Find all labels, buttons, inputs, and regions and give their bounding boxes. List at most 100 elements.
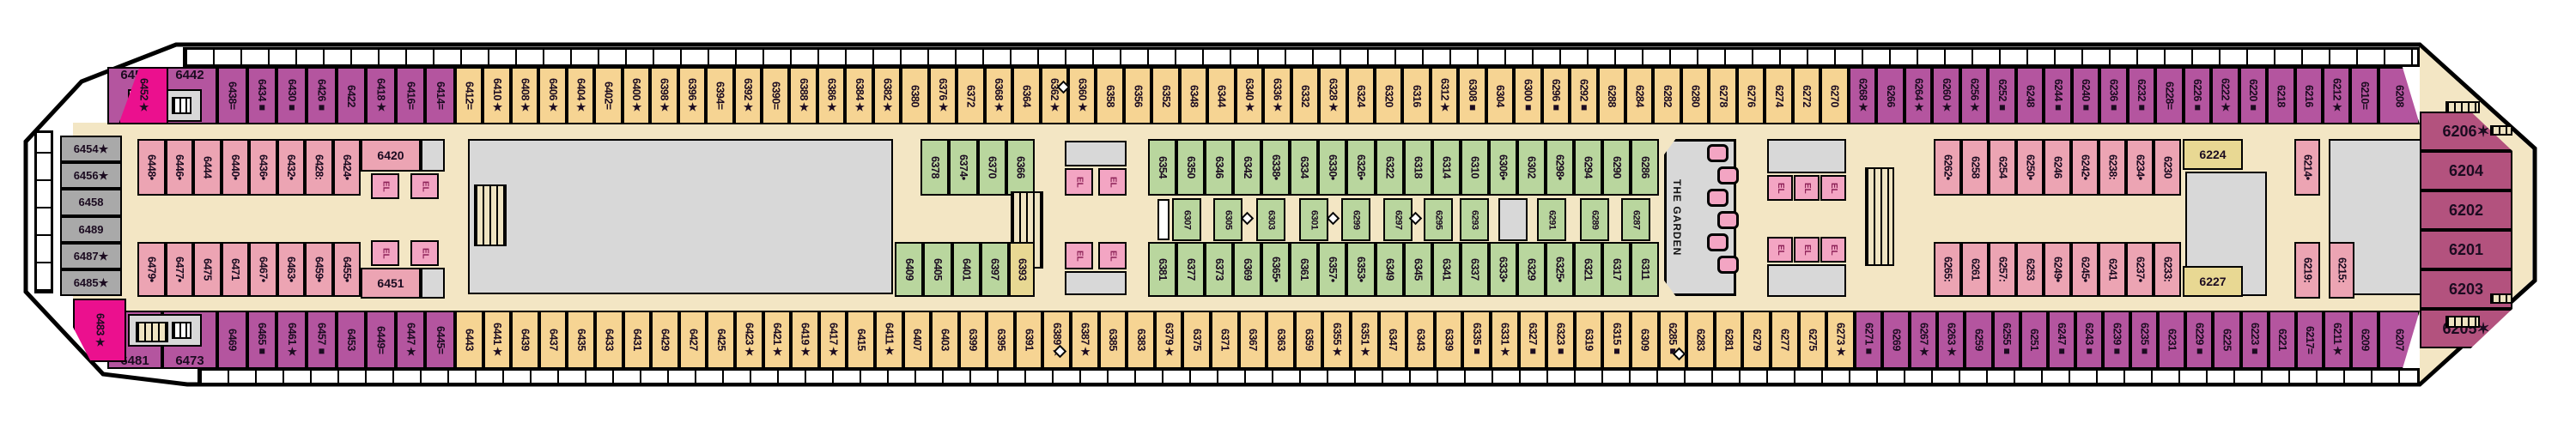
cabin-6391[interactable]: 6391 xyxy=(1014,311,1043,369)
cabin-6228[interactable]: 6228= xyxy=(2155,67,2184,124)
cabin-6286[interactable]: 6286 xyxy=(1631,139,1660,196)
cabin-6387[interactable]: 6387★ xyxy=(1071,311,1099,369)
cabin-6251[interactable]: 6251 xyxy=(2020,311,2048,369)
cabin-6328[interactable]: 6328★ xyxy=(1319,67,1347,124)
cabin-6336[interactable]: 6336★ xyxy=(1263,67,1291,124)
cabin-6392[interactable]: 6392★ xyxy=(733,67,762,124)
cabin-6316[interactable]: 6316 xyxy=(1402,67,1431,124)
cabin-6445[interactable]: 6445= xyxy=(425,311,455,369)
cabin-6273[interactable]: 6273★ xyxy=(1826,311,1855,369)
cabin-6378[interactable]: 6378 xyxy=(920,139,950,196)
cabin-6230[interactable]: 6230 xyxy=(2154,139,2181,196)
cabin-6315[interactable]: 6315■ xyxy=(1602,311,1631,369)
cabin-6235[interactable]: 6235■ xyxy=(2130,311,2159,369)
cabin-6405[interactable]: 6405 xyxy=(923,242,952,297)
cabin-6399[interactable]: 6399 xyxy=(958,311,987,369)
cabin-6360[interactable]: 6360★ xyxy=(1067,67,1097,124)
cabin-6469[interactable]: 6469 xyxy=(217,311,247,369)
cabin-6402[interactable]: 6402= xyxy=(594,67,623,124)
cabin-6400[interactable]: 6400★ xyxy=(622,67,651,124)
cabin-6447[interactable]: 6447★ xyxy=(395,311,426,369)
cabin-6414[interactable]: 6414= xyxy=(425,67,455,124)
cabin-6297[interactable]: 6297 xyxy=(1383,198,1413,241)
cabin-6366[interactable]: 6366 xyxy=(1005,139,1035,196)
cabin-6411[interactable]: 6411★ xyxy=(874,311,903,369)
cabin-6345[interactable]: 6345 xyxy=(1403,242,1432,297)
cabin-6233[interactable]: 6233: xyxy=(2154,242,2181,297)
cabin-6375[interactable]: 6375 xyxy=(1182,311,1212,369)
cabin-6347[interactable]: 6347 xyxy=(1378,311,1407,369)
cabin-6255[interactable]: 6255■ xyxy=(1992,311,2020,369)
cabin-6341[interactable]: 6341 xyxy=(1431,242,1461,297)
cabin-6404[interactable]: 6404★ xyxy=(566,67,595,124)
cabin-6240[interactable]: 6240■ xyxy=(2071,67,2100,124)
cabin-6475[interactable]: 6475 xyxy=(193,242,222,297)
cabin-6386[interactable]: 6386★ xyxy=(817,67,846,124)
cabin-6467[interactable]: 6467• xyxy=(249,242,277,297)
cabin-6443[interactable]: 6443 xyxy=(455,311,483,369)
cabin-6238[interactable]: 6238: xyxy=(2099,139,2126,196)
cabin-6292[interactable]: 6292■ xyxy=(1570,67,1598,124)
cabin-6356[interactable]: 6356 xyxy=(1123,67,1152,124)
cabin-6361[interactable]: 6361 xyxy=(1290,242,1319,297)
cabin-6298[interactable]: 6298• xyxy=(1545,139,1574,196)
cabin-6362[interactable]: 6362★ xyxy=(1040,67,1068,124)
cabin-6229[interactable]: 6229■ xyxy=(2185,311,2214,369)
cabin-6398[interactable]: 6398★ xyxy=(650,67,678,124)
cabin-6455[interactable]: 6455• xyxy=(332,242,361,297)
cabin-6285[interactable]: 6285■ xyxy=(1658,311,1687,369)
cabin-6438[interactable]: 6438= xyxy=(217,67,247,124)
cabin-6321[interactable]: 6321 xyxy=(1573,242,1602,297)
cabin-6264[interactable]: 6264★ xyxy=(1904,67,1933,124)
cabin-6279[interactable]: 6279 xyxy=(1742,311,1771,369)
cabin-6424[interactable]: 6424• xyxy=(332,139,361,196)
cabin-6252[interactable]: 6252■ xyxy=(1988,67,2016,124)
cabin-6401[interactable]: 6401 xyxy=(951,242,981,297)
cabin-6350[interactable]: 6350 xyxy=(1176,139,1206,196)
cabin-6263[interactable]: 6263★ xyxy=(1937,311,1965,369)
cabin-6368[interactable]: 6368★ xyxy=(984,67,1013,124)
cabin-6224[interactable]: 6224 xyxy=(2183,139,2243,170)
cabin-6448[interactable]: 6448• xyxy=(137,139,166,196)
cabin-6277[interactable]: 6277 xyxy=(1770,311,1799,369)
cabin-6429[interactable]: 6429 xyxy=(651,311,679,369)
cabin-6403[interactable]: 6403 xyxy=(931,311,959,369)
cabin-6396[interactable]: 6396★ xyxy=(677,67,707,124)
cabin-6219[interactable]: 6219: xyxy=(2294,242,2320,299)
cabin-6312[interactable]: 6312★ xyxy=(1430,67,1459,124)
cabin-6456[interactable]: 6456★ xyxy=(60,162,122,190)
cabin-6270[interactable]: 6270 xyxy=(1820,67,1849,124)
cabin-6410[interactable]: 6410★ xyxy=(483,67,511,124)
cabin-6272[interactable]: 6272 xyxy=(1792,67,1821,124)
cabin-6479[interactable]: 6479• xyxy=(137,242,166,297)
cabin-6377[interactable]: 6377 xyxy=(1176,242,1206,297)
cabin-6471[interactable]: 6471 xyxy=(221,242,249,297)
cabin-6271[interactable]: 6271■ xyxy=(1855,311,1883,369)
cabin-6433[interactable]: 6433 xyxy=(594,311,623,369)
cabin-6262[interactable]: 6262• xyxy=(1934,139,1961,196)
cabin-6330[interactable]: 6330• xyxy=(1318,139,1347,196)
cabin-6260[interactable]: 6260★ xyxy=(1932,67,1960,124)
cabin-6261[interactable]: 6261 xyxy=(1961,242,1989,297)
cabin-6412[interactable]: 6412= xyxy=(455,67,483,124)
cabin-6302[interactable]: 6302 xyxy=(1516,139,1546,196)
cabin-6231[interactable]: 6231 xyxy=(2158,311,2186,369)
cabin-6265[interactable]: 6265: xyxy=(1934,242,1961,297)
cabin-6440[interactable]: 6440• xyxy=(221,139,249,196)
cabin-6449[interactable]: 6449= xyxy=(366,311,396,369)
cabin-6299[interactable]: 6299 xyxy=(1341,198,1370,241)
cabin-6359[interactable]: 6359 xyxy=(1294,311,1323,369)
cabin-6247[interactable]: 6247■ xyxy=(2047,311,2075,369)
cabin-6407[interactable]: 6407 xyxy=(902,311,932,369)
cabin-6296[interactable]: 6296■ xyxy=(1541,67,1571,124)
cabin-6226[interactable]: 6226■ xyxy=(2183,67,2212,124)
cabin-6415[interactable]: 6415 xyxy=(847,311,875,369)
cabin-6201[interactable]: 6201 xyxy=(2420,230,2512,269)
cabin-6372[interactable]: 6372 xyxy=(957,67,985,124)
cabin-6256[interactable]: 6256★ xyxy=(1959,67,1989,124)
cabin-6267[interactable]: 6267★ xyxy=(1910,311,1938,369)
cabin-6485[interactable]: 6485★ xyxy=(60,269,122,297)
cabin-6370[interactable]: 6370 xyxy=(977,139,1006,196)
cabin-6342[interactable]: 6342 xyxy=(1233,139,1262,196)
cabin-6326[interactable]: 6326• xyxy=(1346,139,1376,196)
